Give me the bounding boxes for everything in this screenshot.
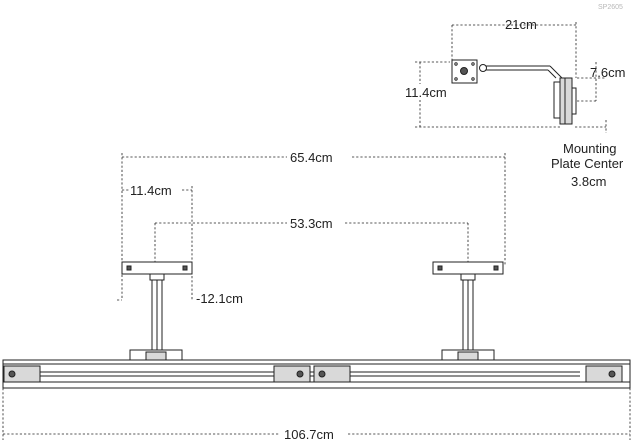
side-height-label: 11.4cm xyxy=(405,85,447,100)
side-heater-edge xyxy=(553,81,561,119)
drop-label: -12.1cm xyxy=(196,291,243,306)
drawing-code: SP2605 xyxy=(598,4,623,11)
side-plate-height-label: 7.6cm xyxy=(590,65,625,80)
heater-element-holder-1 xyxy=(273,365,311,383)
side-view: 21cm 11.4cm 7.6cm Mounting P xyxy=(404,17,625,189)
mounting-center-line1: Mounting xyxy=(563,141,616,156)
mount-span-label: 65.4cm xyxy=(290,150,333,165)
front-view: 65.4cm 11.4cm 53.3cm -12.1cm xyxy=(2,150,631,442)
right-mounting-plate xyxy=(432,261,504,275)
mounting-center-value: 3.8cm xyxy=(571,174,606,189)
overall-width-label: 106.7cm xyxy=(284,427,334,442)
heater-end-right xyxy=(585,365,623,383)
heater-end-left xyxy=(3,365,41,383)
side-extension-label: 21cm xyxy=(505,17,537,32)
plate-width-label: 11.4cm xyxy=(130,183,172,198)
heater-element-holder-2 xyxy=(313,365,351,383)
mounting-center-line2: Plate Center xyxy=(551,156,624,171)
side-heater-body xyxy=(559,77,573,125)
bracket-spacing-label: 53.3cm xyxy=(290,216,333,231)
left-mounting-plate xyxy=(121,261,193,275)
